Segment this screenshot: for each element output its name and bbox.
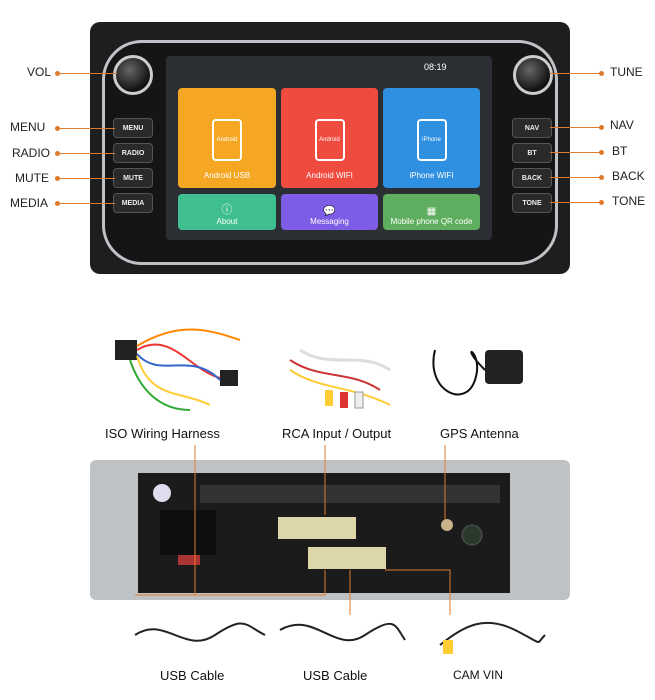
phone-icon: Android bbox=[314, 119, 345, 161]
tune-knob[interactable] bbox=[513, 55, 553, 95]
label-bt: BT bbox=[612, 144, 628, 158]
tile-qr-code[interactable]: ▦ Mobile phone QR code bbox=[383, 194, 480, 230]
mute-button[interactable]: MUTE bbox=[113, 168, 153, 188]
label-tune: TUNE bbox=[610, 65, 643, 79]
phone-icon: Android bbox=[212, 119, 242, 161]
caption-usb-cable-1: USB Cable bbox=[160, 668, 225, 683]
tile-iphone-wifi[interactable]: iPhone iPhone WIFI bbox=[383, 88, 480, 188]
tile-about[interactable]: ⓘ About bbox=[178, 194, 276, 230]
radio-button[interactable]: RADIO bbox=[113, 143, 153, 163]
tile-messaging[interactable]: 💬 Messaging bbox=[281, 194, 378, 230]
message-icon: 💬 bbox=[323, 206, 336, 217]
bt-button[interactable]: BT bbox=[512, 143, 552, 163]
nav-button[interactable]: NAV bbox=[512, 118, 552, 138]
caption-rca: RCA Input / Output bbox=[282, 426, 392, 441]
caption-cam-vin: CAM VIN bbox=[453, 668, 504, 682]
label-tone: TONE bbox=[612, 194, 646, 208]
vol-knob[interactable] bbox=[113, 55, 153, 95]
gps-antenna-image bbox=[432, 349, 523, 396]
label-media: MEDIA bbox=[10, 196, 49, 210]
label-back: BACK bbox=[612, 169, 645, 183]
label-vol: VOL bbox=[27, 65, 52, 79]
label-mute: MUTE bbox=[15, 171, 49, 185]
head-unit-back bbox=[90, 445, 570, 615]
label-nav: NAV bbox=[610, 118, 634, 132]
caption-usb-cable-2: USB Cable bbox=[303, 668, 368, 683]
tile-android-usb[interactable]: Android Android USB bbox=[178, 88, 276, 188]
info-icon: ⓘ bbox=[221, 204, 233, 216]
caption-gps-antenna: GPS Antenna bbox=[440, 426, 519, 441]
cables-image bbox=[134, 621, 546, 654]
back-button[interactable]: BACK bbox=[512, 168, 552, 188]
rca-cable-image bbox=[289, 348, 391, 409]
iso-wiring-harness-image bbox=[115, 328, 241, 411]
menu-button[interactable]: MENU bbox=[113, 118, 153, 138]
label-menu: MENU bbox=[10, 120, 46, 134]
tile-android-wifi[interactable]: Android Android WIFI bbox=[281, 88, 378, 188]
clock: 08:19 bbox=[424, 62, 447, 72]
qr-icon: ▦ bbox=[426, 206, 437, 217]
label-radio: RADIO bbox=[12, 146, 51, 160]
tone-button[interactable]: TONE bbox=[512, 193, 552, 213]
media-button[interactable]: MEDIA bbox=[113, 193, 153, 213]
screen: 08:19 Android Android USB Android Androi… bbox=[166, 56, 492, 240]
caption-iso-wiring-harness: ISO Wiring Harness bbox=[105, 426, 220, 441]
phone-icon: iPhone bbox=[416, 119, 447, 161]
